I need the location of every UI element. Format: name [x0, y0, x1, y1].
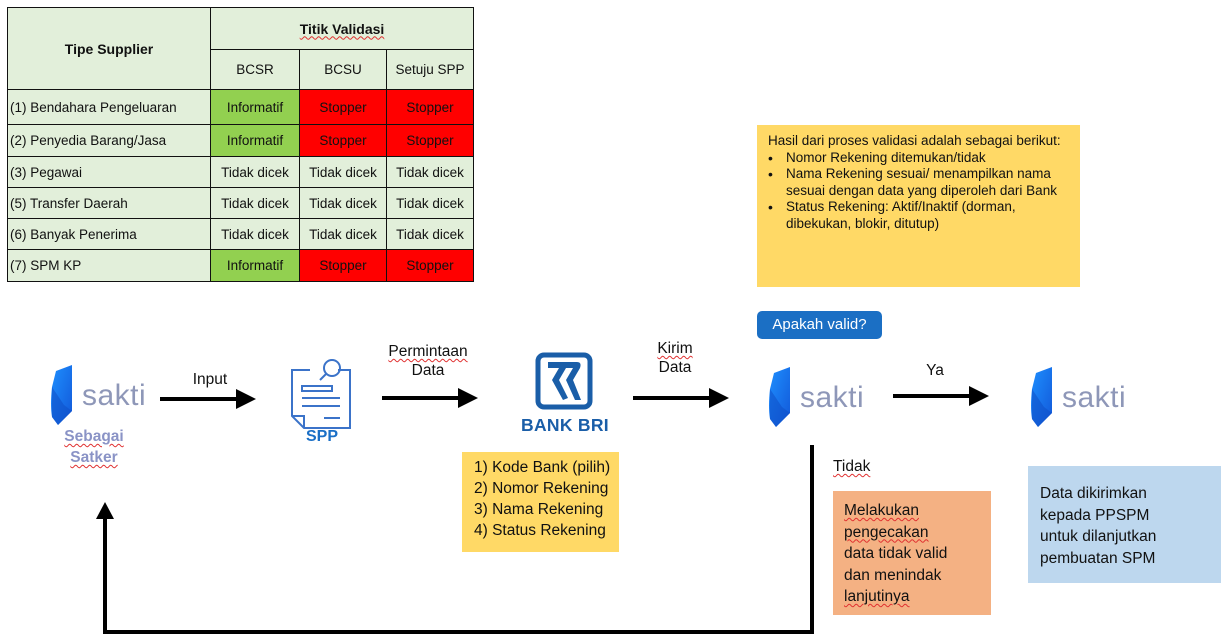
result-note-intro: Hasil dari proses validasi adalah sebaga… — [768, 133, 1061, 148]
validation-status-cell: Stopper — [299, 89, 387, 125]
validation-status-cell: Tidak dicek — [299, 218, 387, 250]
sakti-logo-satker: sakti — [50, 364, 146, 428]
bank-bri-label: BANK BRI — [521, 415, 609, 435]
satker-label: Sebagai Satker — [64, 428, 124, 466]
subheader-setuju-spp: Setuju SPP — [386, 49, 474, 90]
yes-label: Ya — [926, 362, 944, 379]
field-item: 4) Status Rekening — [474, 522, 606, 539]
result-note-item: Nama Rekening sesuai/ menampilkan nama s… — [768, 166, 1080, 199]
validation-status-cell: Tidak dicek — [210, 156, 300, 188]
sakti-wordmark: sakti — [800, 381, 865, 414]
validation-status-cell: Tidak dicek — [299, 187, 387, 219]
validation-status-cell: Informatif — [210, 89, 300, 125]
sakti-logo-validation: sakti — [768, 366, 864, 430]
validation-status-cell: Stopper — [386, 249, 474, 282]
send-to-ppspm-note: Data dikirimkan kepada PPSPM untuk dilan… — [1028, 466, 1221, 583]
supplier-type-cell: (2) Penyedia Barang/Jasa — [7, 124, 211, 157]
input-label: Input — [192, 371, 228, 388]
field-item: 3) Nama Rekening — [474, 501, 604, 518]
supplier-type-cell: (3) Pegawai — [7, 156, 211, 188]
request-data-label: Permintaan Data — [388, 343, 468, 379]
header-supplier-type: Tipe Supplier — [7, 7, 211, 90]
supplier-type-cell: (5) Transfer Daerah — [7, 187, 211, 219]
validation-status-cell: Tidak dicek — [210, 187, 300, 219]
validation-status-cell: Tidak dicek — [386, 187, 474, 219]
send-data-label: Kirim Data — [657, 340, 693, 376]
valid-question-badge: Apakah valid? — [757, 311, 882, 339]
field-item: 1) Kode Bank (pilih) — [474, 459, 611, 476]
invalid-data-check-note: Melakukan pengecakan data tidak valid da… — [833, 491, 991, 615]
feedback-loop-arrow — [103, 445, 814, 634]
bank-request-fields-note: 1) Kode Bank (pilih) 2) Nomor Rekening 3… — [462, 452, 619, 552]
sakti-wordmark: sakti — [82, 379, 147, 412]
validation-status-cell: Tidak dicek — [386, 218, 474, 250]
result-note-item: Status Rekening: Aktif/Inaktif (dorman, … — [768, 199, 1080, 232]
validation-status-cell: Informatif — [210, 249, 300, 282]
spp-label: SPP — [305, 428, 338, 445]
header-validation-points: Titik Validasi — [210, 7, 474, 50]
validation-status-cell: Stopper — [299, 249, 387, 282]
no-label: Tidak — [833, 458, 871, 475]
spp-document-icon — [291, 359, 351, 429]
sakti-mark-icon — [1031, 367, 1052, 427]
bank-bri-logo-icon — [535, 352, 593, 410]
field-item: 2) Nomor Rekening — [474, 480, 609, 497]
sakti-wordmark: sakti — [1062, 381, 1127, 414]
sakti-mark-icon — [769, 367, 790, 427]
validation-status-cell: Stopper — [386, 89, 474, 125]
validation-table: Tipe Supplier Titik Validasi BCSR BCSU S… — [7, 7, 474, 282]
supplier-type-cell: (1) Bendahara Pengeluaran — [7, 89, 211, 125]
feedback-arrowhead — [96, 502, 114, 519]
validation-status-cell: Informatif — [210, 124, 300, 157]
validation-result-note: Hasil dari proses validasi adalah sebaga… — [757, 125, 1080, 287]
result-note-list: Nomor Rekening ditemukan/tidak Nama Reke… — [768, 150, 1080, 233]
validation-status-cell: Tidak dicek — [210, 218, 300, 250]
sakti-mark-icon — [51, 365, 72, 425]
validation-status-cell: Stopper — [386, 124, 474, 157]
result-note-item: Nomor Rekening ditemukan/tidak — [768, 150, 1080, 167]
sakti-logo-ppspm: sakti — [1030, 366, 1126, 430]
supplier-type-cell: (6) Banyak Penerima — [7, 218, 211, 250]
supplier-type-cell: (7) SPM KP — [7, 249, 211, 282]
